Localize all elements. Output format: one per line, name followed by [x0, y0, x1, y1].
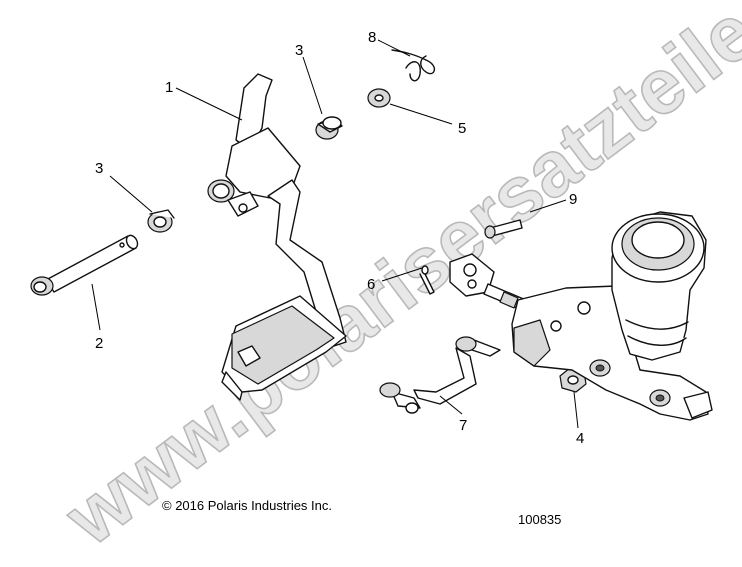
- callout-3-left: 3: [95, 160, 103, 177]
- callout-5: 5: [458, 120, 466, 137]
- leader-lines: [91, 39, 579, 429]
- callout-8: 8: [368, 29, 376, 46]
- callout-9: 9: [569, 191, 577, 208]
- callout-4: 4: [576, 430, 584, 447]
- brake-pedal-link: [379, 336, 501, 414]
- bushing-left: [147, 209, 175, 233]
- diagram-number: 100835: [518, 512, 561, 527]
- brake-pedal-arm: [207, 73, 347, 401]
- clevis-pin: [30, 234, 139, 296]
- copyright-text: © 2016 Polaris Industries Inc.: [162, 498, 332, 513]
- callout-3-top: 3: [295, 42, 303, 59]
- small-pin: [484, 219, 523, 239]
- callout-7: 7: [459, 417, 467, 434]
- cotter-pin: [419, 265, 435, 295]
- bushing-top: [315, 116, 343, 140]
- washer: [367, 88, 391, 108]
- callout-2: 2: [95, 335, 103, 352]
- callout-6: 6: [367, 276, 375, 293]
- callout-1: 1: [165, 79, 173, 96]
- master-cylinder: [449, 211, 713, 421]
- hair-pin-clip: [391, 49, 435, 82]
